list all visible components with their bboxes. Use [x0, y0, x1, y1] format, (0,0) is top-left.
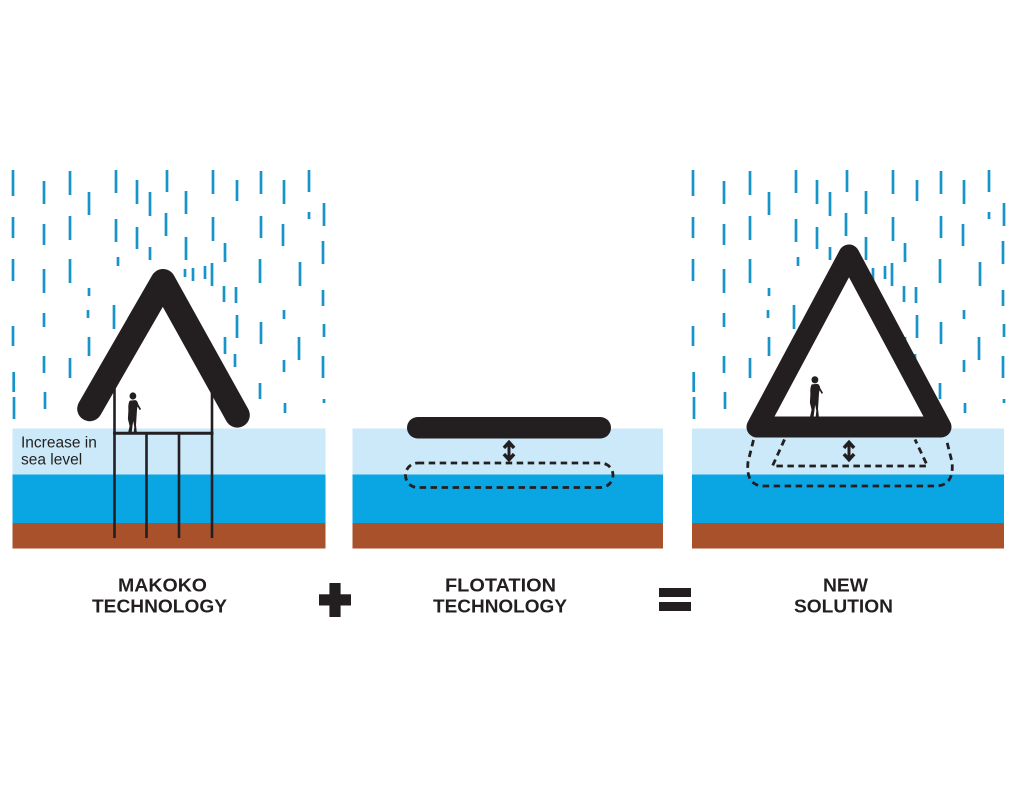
svg-text:TECHNOLOGY: TECHNOLOGY	[433, 597, 567, 617]
svg-text:TECHNOLOGY: TECHNOLOGY	[92, 597, 227, 617]
svg-text:sea level: sea level	[21, 452, 82, 469]
svg-text:FLOTATION: FLOTATION	[445, 576, 556, 596]
svg-text:NEW: NEW	[823, 576, 868, 596]
svg-text:SOLUTION: SOLUTION	[794, 597, 893, 617]
svg-text:MAKOKO: MAKOKO	[118, 576, 207, 596]
svg-text:Increase in: Increase in	[21, 435, 97, 452]
